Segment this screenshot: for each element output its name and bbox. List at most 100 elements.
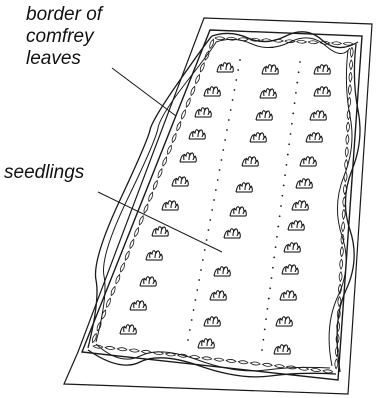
row-dot: [287, 154, 289, 156]
comfrey-leaf: [339, 259, 342, 269]
seedling: [310, 111, 326, 120]
comfrey-leaf: [105, 346, 115, 350]
row-dot: [221, 159, 223, 161]
seedling: [172, 177, 188, 186]
row-dot: [189, 329, 191, 331]
row-dot: [204, 249, 206, 251]
comfrey-leaf: [346, 134, 349, 144]
comfrey-leaf: [143, 203, 149, 213]
seedling: [284, 243, 300, 252]
comfrey-leaf: [185, 98, 191, 108]
seedling: [282, 265, 298, 274]
seedling: [214, 267, 230, 276]
comfrey-leaf: [311, 368, 321, 372]
comfrey-leaf-border-inner: [96, 38, 352, 371]
comfrey-leaf: [124, 251, 130, 261]
seedling: [130, 301, 146, 310]
comfrey-leaf: [190, 86, 196, 96]
seedling: [242, 157, 258, 166]
comfrey-leaf: [157, 168, 163, 178]
seedling: [146, 251, 162, 260]
comfrey-leaf: [105, 298, 111, 308]
row-dot: [279, 215, 281, 217]
comfrey-leaf: [178, 354, 188, 358]
row-dot: [265, 318, 267, 320]
row-dot: [219, 169, 221, 171]
comfrey-leaf: [166, 145, 172, 155]
row-dot: [215, 189, 217, 191]
comfrey-leaf: [215, 37, 225, 40]
comfrey-leaves-group: [91, 37, 353, 374]
seedling: [180, 153, 196, 162]
seedling: [250, 133, 266, 142]
seedling: [274, 345, 290, 354]
comfrey-leaf: [296, 40, 306, 43]
row-dots-group: [187, 59, 301, 351]
comfrey-leaf: [348, 85, 351, 95]
seedlings-group: [120, 63, 330, 354]
comfrey-leaf: [238, 360, 248, 364]
comfrey-leaf: [343, 42, 353, 45]
comfrey-leaf: [110, 286, 116, 296]
seedling: [189, 130, 205, 139]
row-dot: [230, 109, 232, 111]
row-dot: [196, 289, 198, 291]
row-dot: [193, 309, 195, 311]
row-dot: [235, 79, 237, 81]
comfrey-leaf: [180, 109, 186, 119]
row-dot: [298, 71, 300, 73]
row-dot: [228, 119, 230, 121]
leader-line-border: [112, 68, 176, 116]
row-dot: [273, 257, 275, 259]
row-dot: [239, 59, 241, 61]
row-dot: [288, 143, 290, 145]
comfrey-leaf: [331, 42, 341, 45]
comfrey-leaf: [141, 350, 151, 354]
comfrey-leaf: [308, 41, 318, 44]
comfrey-leaf: [335, 359, 338, 369]
row-dot: [262, 339, 264, 341]
row-dot: [208, 229, 210, 231]
comfrey-leaf: [119, 262, 125, 272]
seedling: [314, 87, 330, 96]
row-dot: [267, 308, 269, 310]
row-dot: [202, 259, 204, 261]
row-dot: [277, 226, 279, 228]
row-dot: [191, 319, 193, 321]
seedling: [198, 339, 214, 348]
row-dot: [271, 277, 273, 279]
seedling: [306, 133, 322, 142]
seedling: [262, 65, 278, 74]
row-dot: [209, 219, 211, 221]
comfrey-leaf: [190, 355, 200, 359]
row-dot: [261, 349, 263, 351]
comfrey-leaf: [350, 47, 353, 57]
row-dot: [296, 82, 298, 84]
comfrey-leaf: [100, 309, 106, 319]
comfrey-leaf: [176, 121, 182, 131]
seedling: [210, 291, 226, 300]
row-dot: [226, 129, 228, 131]
seedling: [140, 277, 156, 286]
comfrey-leaf: [250, 362, 260, 366]
comfrey-leaf: [208, 39, 214, 49]
comfrey-leaf: [129, 239, 135, 249]
row-dot: [275, 246, 277, 248]
seedling: [300, 157, 316, 166]
row-dot: [217, 179, 219, 181]
seedling: [236, 183, 252, 192]
seedling: [256, 111, 272, 120]
row-dot: [291, 123, 293, 125]
row-dot: [286, 164, 288, 166]
row-dot: [268, 298, 270, 300]
row-dot: [206, 239, 208, 241]
seedling: [224, 229, 240, 238]
comfrey-leaf: [346, 122, 349, 132]
seedling: [204, 317, 220, 326]
comfrey-leaf: [339, 271, 342, 281]
row-dot: [211, 209, 213, 211]
comfrey-leaf: [345, 147, 348, 157]
row-dot: [299, 61, 301, 63]
row-dot: [272, 267, 274, 269]
